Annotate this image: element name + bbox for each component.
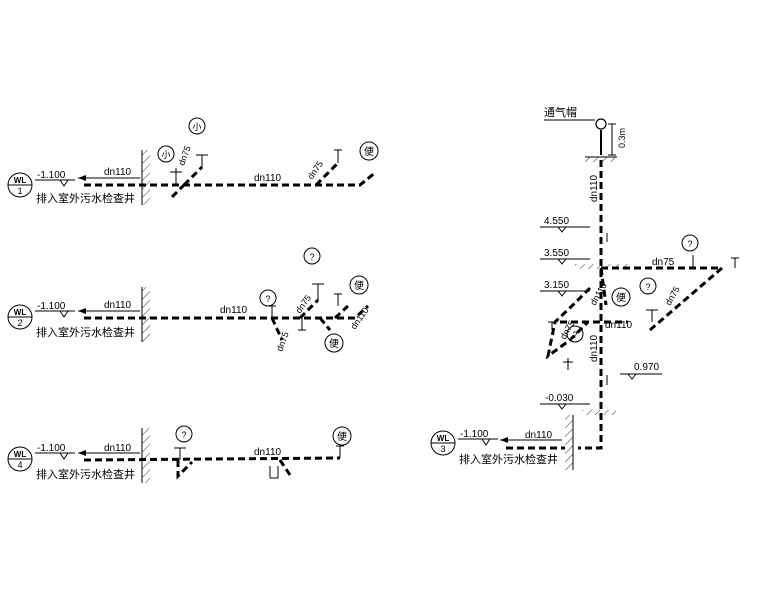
svg-text:WL: WL — [437, 434, 450, 443]
wl3-upper-branch — [601, 266, 727, 332]
wl3-level-m0030: -0.030 — [545, 393, 574, 404]
wl1-urinal-symbol-2: 小 — [157, 145, 175, 163]
wl1-system-tag: WL 1 — [7, 172, 33, 198]
wl2-outlet-label: 排入室外污水检查井 — [36, 325, 135, 339]
wl3-outlet-label: 排入室外污水检查井 — [459, 452, 558, 466]
svg-text:?: ? — [181, 430, 186, 440]
wl2-main-pipe — [84, 304, 370, 320]
wl1-outlet-level: -1.100 — [37, 170, 66, 181]
wl3-level-4550: 4.550 — [544, 216, 569, 227]
svg-text:dn110: dn110 — [525, 430, 553, 441]
svg-text:小: 小 — [161, 150, 170, 161]
wl4-system: WL 4 -1.100 排入室外污水检查井 dn110 dn110 ? 便 — [7, 425, 352, 483]
wl2-toilet-symbol-2: 便 — [324, 333, 344, 353]
wl3-vent-height: 0.3m — [617, 128, 627, 148]
wl3-level-3550: 3.550 — [544, 248, 569, 259]
wl4-system-tag: WL 4 — [7, 446, 33, 472]
svg-text:?: ? — [572, 330, 577, 340]
svg-text:WL: WL — [14, 450, 27, 459]
svg-text:4: 4 — [17, 460, 22, 470]
vent-cap-icon — [595, 118, 607, 130]
svg-text:dn110: dn110 — [104, 300, 132, 311]
wl3-lower-branch — [545, 286, 592, 360]
svg-text:便: 便 — [354, 279, 364, 292]
wl1-system: WL 1 -1.100 排入室外污水检查井 dn110 dn75 dn110 d… — [7, 117, 379, 205]
wl1-toilet-symbol: 便 — [359, 141, 379, 161]
wl3-wall — [565, 415, 573, 470]
wl1-tag-number: 1 — [17, 186, 22, 196]
wl2-outlet-level: -1.100 — [37, 301, 66, 312]
svg-text:小: 小 — [192, 122, 201, 133]
svg-text:?: ? — [309, 252, 314, 262]
wl4-toilet-symbol: 便 — [332, 426, 352, 446]
svg-text:便: 便 — [616, 291, 626, 304]
svg-text:dn75: dn75 — [652, 257, 675, 268]
wl4-unknown-fixture: ? — [175, 425, 193, 443]
svg-text:便: 便 — [364, 145, 374, 158]
wl1-tag-top: WL — [14, 176, 27, 185]
wl4-wall — [142, 428, 150, 483]
svg-text:dn110: dn110 — [220, 305, 248, 316]
wl1-branch-dn-label: dn75 — [176, 144, 192, 166]
wl2-system: WL 2 -1.100 排入室外污水检查井 dn110 dn110 dn75 d… — [7, 247, 371, 353]
svg-text:2: 2 — [17, 318, 22, 328]
wl3-vent-cap-label: 通气帽 — [544, 105, 577, 119]
wl3-system: 通气帽 0.3m dn110 4.550 3.550 dn75 dn75 ? — [430, 105, 739, 470]
svg-text:便: 便 — [329, 337, 339, 350]
wl1-wall — [142, 150, 150, 205]
wl3-unknown-fixture-1: ? — [681, 234, 699, 252]
wl3-toilet-symbol: 便 — [611, 287, 631, 307]
svg-text:?: ? — [687, 239, 692, 249]
wl4-outlet-level: -1.100 — [37, 443, 66, 454]
wl4-outlet-label: 排入室外污水检查井 — [36, 467, 135, 481]
wl1-right-dn-label: dn75 — [305, 159, 325, 181]
wl1-branch-dn75 — [182, 165, 204, 187]
svg-text:dn110: dn110 — [589, 174, 600, 202]
wl1-urinal-symbol-1: 小 — [188, 117, 206, 135]
wl3-level-0970: 0.970 — [634, 362, 659, 373]
wl2-system-tag: WL 2 — [7, 304, 33, 330]
svg-text:dn75: dn75 — [293, 293, 313, 315]
svg-text:dn110: dn110 — [104, 443, 132, 454]
wl1-outlet-label: 排入室外污水检查井 — [36, 191, 135, 205]
wl1-main-dn-label: dn110 — [254, 173, 282, 184]
wl2-wall — [142, 287, 150, 342]
wl3-system-tag: WL 3 — [430, 430, 456, 456]
wl3-level-3150: 3.150 — [544, 280, 569, 291]
wl4-main-pipe — [83, 456, 341, 462]
svg-text:3: 3 — [440, 444, 445, 454]
wl3-outlet-level: -1.100 — [460, 429, 489, 440]
wl2-unknown-fixture-1: ? — [303, 247, 321, 265]
svg-text:便: 便 — [337, 430, 347, 443]
svg-text:dn110: dn110 — [254, 447, 282, 458]
svg-text:?: ? — [645, 282, 650, 292]
wl2-toilet-symbol-1: 便 — [349, 275, 369, 295]
svg-text:dn110: dn110 — [589, 334, 600, 362]
wl3-unknown-fixture-2: ? — [639, 277, 657, 295]
wl1-outlet-dn: dn110 — [104, 167, 132, 178]
wl2-unknown-fixture-2: ? — [259, 289, 277, 307]
svg-text:?: ? — [265, 294, 270, 304]
svg-text:WL: WL — [14, 308, 27, 317]
wl3-riser-pipe — [578, 160, 603, 450]
wl3-unknown-fixture-3: ? — [566, 325, 584, 343]
svg-text:dn75: dn75 — [274, 330, 290, 352]
svg-text:dn110: dn110 — [605, 320, 633, 331]
